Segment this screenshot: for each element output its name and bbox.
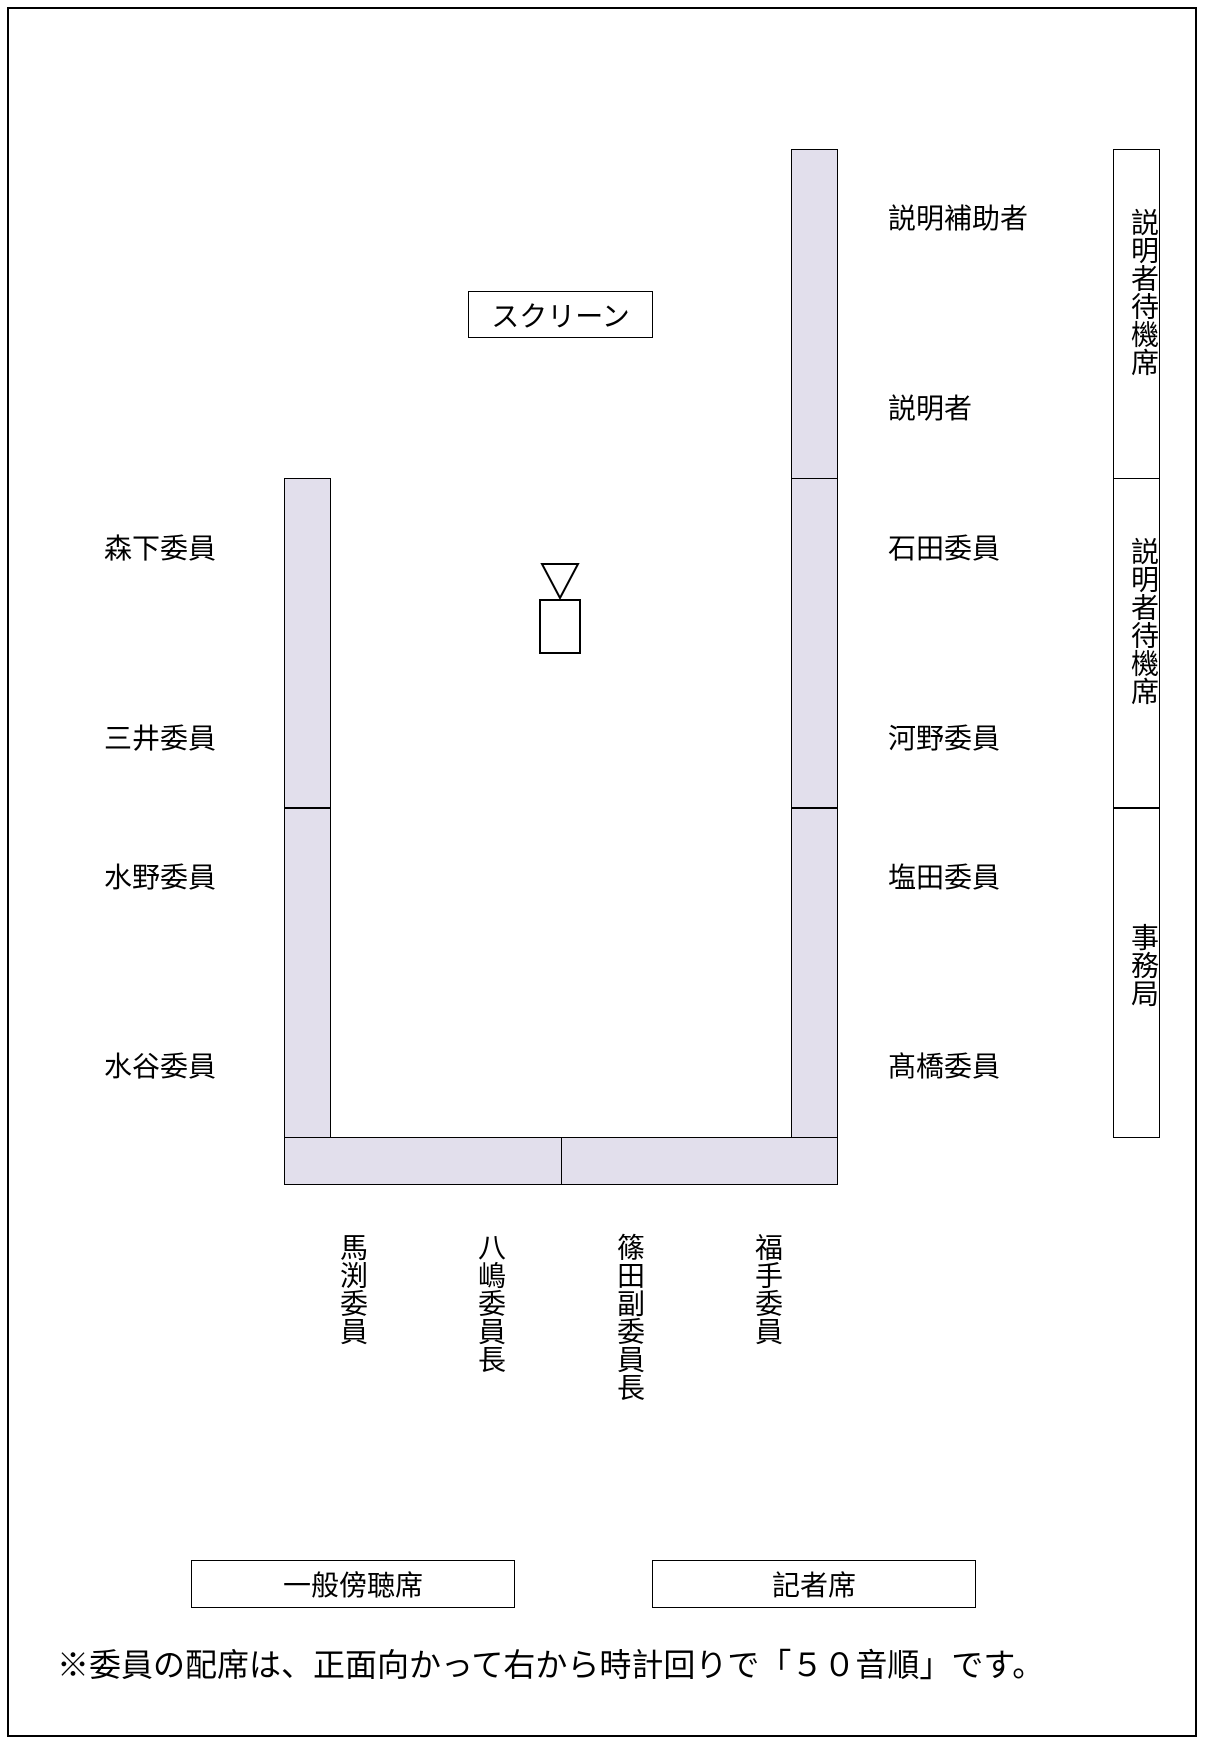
secretariat-label: 事務局 bbox=[1127, 923, 1160, 1007]
member-left-3: 水野委員 bbox=[104, 861, 217, 894]
right-desk-top bbox=[791, 149, 838, 479]
member-front-4: 福手委員 bbox=[751, 1233, 784, 1345]
waiting-seat-box-1: 説明者待機席 bbox=[1113, 149, 1160, 479]
assistant-label: 説明補助者 bbox=[888, 202, 1029, 235]
front-desk-left bbox=[284, 1137, 562, 1185]
screen-label: スクリーン bbox=[491, 299, 630, 333]
press-seat-box: 記者席 bbox=[652, 1560, 976, 1608]
screen-box: スクリーン bbox=[468, 291, 653, 338]
front-desk-right bbox=[561, 1137, 838, 1185]
member-left-4: 水谷委員 bbox=[104, 1050, 217, 1083]
secretariat-box: 事務局 bbox=[1113, 808, 1160, 1138]
member-right-1: 石田委員 bbox=[888, 532, 1001, 565]
podium-icon bbox=[539, 563, 581, 654]
press-seat-label: 記者席 bbox=[771, 1569, 856, 1602]
right-desk-middle bbox=[791, 478, 838, 808]
member-right-4: 髙橋委員 bbox=[888, 1050, 1001, 1083]
public-gallery-label: 一般傍聴席 bbox=[282, 1569, 423, 1602]
member-left-1: 森下委員 bbox=[104, 532, 217, 565]
public-gallery-box: 一般傍聴席 bbox=[191, 1560, 515, 1608]
member-left-2: 三井委員 bbox=[104, 722, 217, 755]
left-desk-lower bbox=[284, 808, 331, 1138]
member-front-1: 馬渕委員 bbox=[336, 1233, 369, 1345]
waiting-seat-label-1: 説明者待機席 bbox=[1127, 208, 1160, 376]
member-right-3: 塩田委員 bbox=[888, 861, 1001, 894]
explainer-label: 説明者 bbox=[888, 392, 973, 425]
chair-label: 八嶋委員長 bbox=[474, 1233, 507, 1373]
member-right-2: 河野委員 bbox=[888, 722, 1001, 755]
page-frame bbox=[7, 7, 1197, 1737]
right-desk-bottom bbox=[791, 808, 838, 1138]
vice-chair-label: 篠田副委員長 bbox=[613, 1233, 646, 1401]
waiting-seat-label-2: 説明者待機席 bbox=[1127, 537, 1160, 705]
left-desk-upper bbox=[284, 478, 331, 808]
footnote: ※委員の配席は、正面向かって右から時計回りで「５０音順」です。 bbox=[57, 1646, 1045, 1684]
waiting-seat-box-2: 説明者待機席 bbox=[1113, 478, 1160, 808]
